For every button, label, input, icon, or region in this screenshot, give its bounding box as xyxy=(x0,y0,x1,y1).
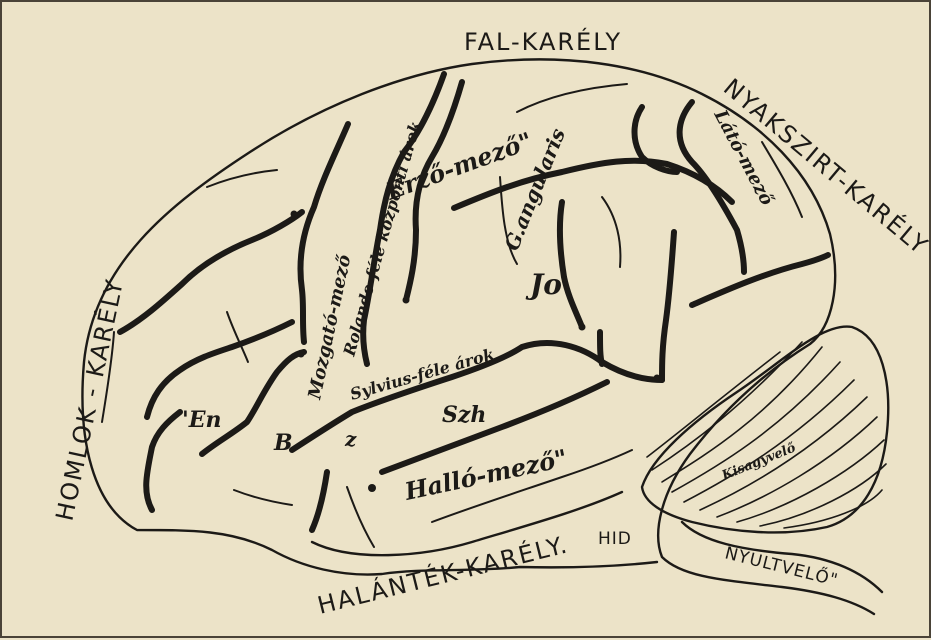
label-jo: Jo xyxy=(525,268,562,301)
gyrus-line-i xyxy=(234,490,292,505)
label-sylvian-fissure: Sylvius-féle árok xyxy=(348,345,496,404)
angular-sulcus xyxy=(560,202,582,327)
frontal-sulcus-a xyxy=(120,212,302,332)
label-medulla: NYULTVELŐ" xyxy=(723,542,841,591)
gyrus-line-j xyxy=(227,312,248,362)
label-szh: Szh xyxy=(442,402,486,428)
label-parietal-lobe: FAL-KARÉLY xyxy=(464,27,622,56)
central-sulcus xyxy=(363,74,444,364)
label-pons: HID xyxy=(598,529,632,549)
temporal-lower-border xyxy=(312,492,622,555)
frontal-sulcus-b xyxy=(147,322,292,417)
label-frontal-lobe: HOMLOK - KARÉLY xyxy=(50,275,130,523)
label-en: 'En xyxy=(182,407,222,433)
gyrus-line-g xyxy=(347,487,374,547)
label-rolandic-sulcus: Rolando-féle központi árok xyxy=(339,119,425,359)
gyrus-line-c xyxy=(517,84,627,112)
label-z: z xyxy=(344,427,357,451)
gyrus-line-e xyxy=(602,197,620,267)
label-b: B xyxy=(273,430,293,456)
occipital-sulcus-b xyxy=(692,255,828,305)
cerebellum xyxy=(642,327,888,533)
misc-sulcus-b xyxy=(312,472,327,530)
sylvian-ascending xyxy=(600,332,602,364)
misc-sulcus-a xyxy=(662,232,674,380)
frontal-sulcus-d xyxy=(146,412,180,510)
